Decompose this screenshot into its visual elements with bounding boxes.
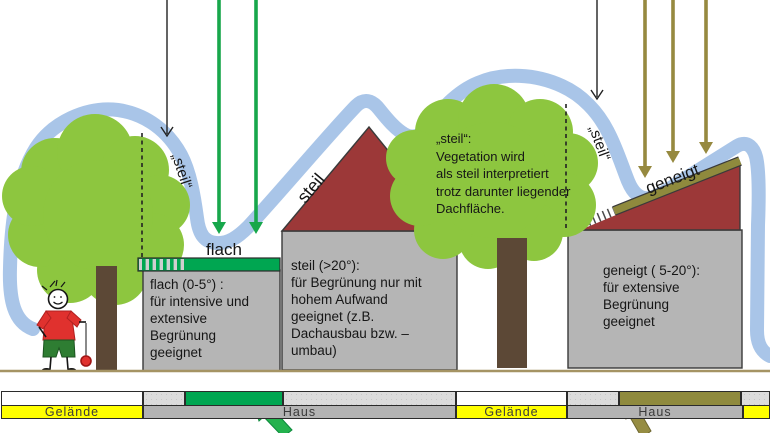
- text-line: geneigt ( 5-20°):: [603, 263, 700, 278]
- legend-top-gap-3: [567, 391, 619, 406]
- flach-roof-hatch: [139, 259, 186, 270]
- info-box-steil-text: steil (>20°): für Begrünung nur mit hohe…: [291, 257, 422, 359]
- text-line: Begrünung: [603, 297, 670, 312]
- legend-label: Gelände: [44, 405, 100, 419]
- info-box-geneigt-text: geneigt ( 5-20°): für extensive Begrünun…: [603, 262, 700, 330]
- arrow-olive-3: [699, 0, 713, 154]
- arrow-black-left: [160, 0, 174, 138]
- legend-gelaende-right: Gelände: [456, 405, 567, 419]
- text-line: extensive: [150, 311, 208, 326]
- legend-label: Haus: [282, 405, 317, 419]
- text-line: trotz darunter liegender: [436, 183, 571, 199]
- tree-left-canopy: [2, 114, 190, 305]
- legend-haus-left: Haus: [143, 405, 456, 419]
- legend-top-terrain-right: [456, 391, 567, 406]
- arrow-green-2: [249, 0, 263, 234]
- legend-label: Gelände: [484, 405, 539, 419]
- geneigt-roof-strip: [612, 157, 742, 215]
- text-line: Vegetation wird: [436, 148, 525, 164]
- house-geneigt: [567, 156, 743, 369]
- person-figure: [36, 279, 92, 372]
- legend-top-green-roof: [185, 391, 283, 406]
- text-line: steil (>20°):: [291, 258, 360, 273]
- legend-label: Haus: [638, 405, 672, 419]
- text-line: für extensive: [603, 280, 680, 295]
- label-flach: flach: [206, 240, 242, 259]
- tree-right-trunk: [497, 238, 527, 368]
- arrow-black-right: [590, 0, 604, 101]
- text-line: geeignet (z.B.: [291, 309, 375, 324]
- legend-top-gap-2: [283, 391, 456, 406]
- text-line: „steil“:: [436, 131, 472, 146]
- arrow-olive-2: [666, 0, 680, 163]
- legend-top-terrain-left: [1, 391, 143, 406]
- legend-gelaende-left: Gelände: [1, 405, 143, 419]
- text-line: geeignet: [603, 314, 655, 329]
- text-line: für Begrünung nur mit: [291, 275, 422, 290]
- arrow-olive-1: [638, 0, 652, 178]
- text-line: umbau): [291, 343, 337, 358]
- text-line: Dachfläche.: [436, 201, 505, 216]
- shorts: [42, 339, 76, 358]
- text-line: flach (0-5°) :: [150, 277, 224, 292]
- legend-haus-right: Haus: [567, 405, 743, 419]
- legend-top-gap-4: [741, 391, 770, 406]
- tree-right-canopy: [386, 84, 598, 269]
- legend-yellow-right-end: [743, 405, 770, 419]
- arrow-green-1: [212, 0, 226, 234]
- yo-yo: [80, 355, 92, 367]
- legend-top-olive-roof: [619, 391, 741, 406]
- legend-top-gap-1: [143, 391, 185, 406]
- callout-steil: „steil“: Vegetation wird als steil inter…: [436, 130, 570, 218]
- text-line: Dachausbau bzw. –: [291, 326, 409, 341]
- info-box-flach-text: flach (0-5°) : für intensive und extensi…: [150, 276, 249, 361]
- tree-left-trunk: [96, 266, 117, 371]
- text-line: als steil interpretiert: [436, 166, 549, 181]
- text-line: hohem Aufwand: [291, 292, 388, 307]
- text-line: Begrünung: [150, 328, 217, 343]
- text-line: geeignet: [150, 345, 202, 360]
- text-line: für intensive und: [150, 294, 250, 309]
